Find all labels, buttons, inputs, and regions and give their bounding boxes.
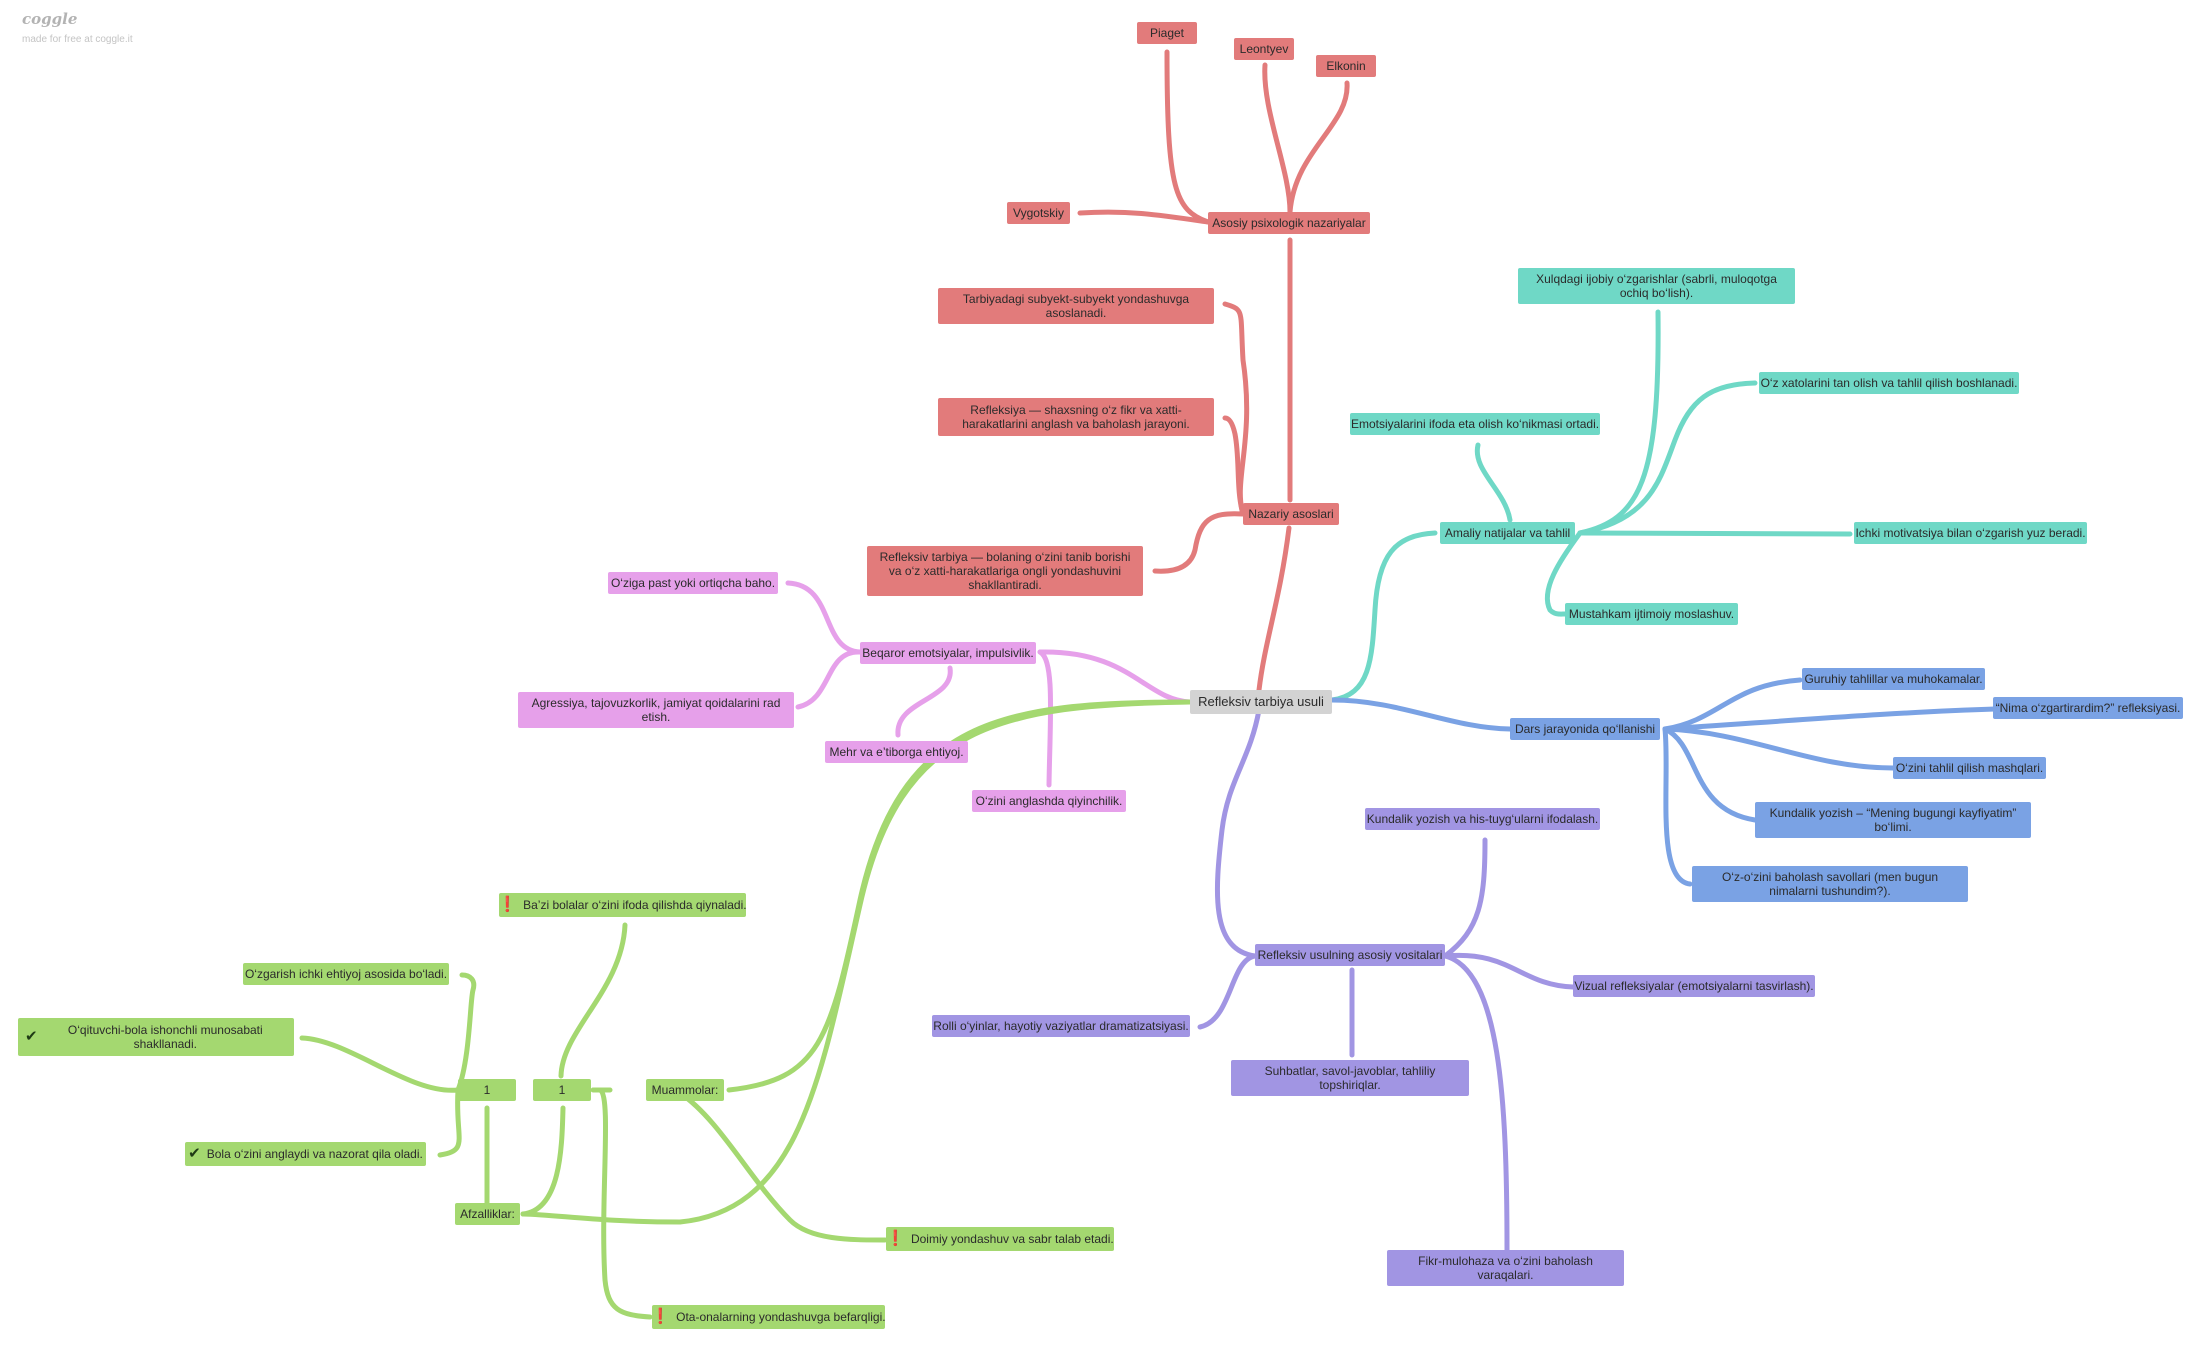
edge-amaliy-xato <box>1577 380 1758 536</box>
node-ozini-anglash[interactable]: O‘zini anglashda qiyinchilik. <box>972 790 1126 812</box>
edge-dars-ozini <box>1662 726 1896 771</box>
edge-amaliy-mustahkam <box>1544 530 1583 617</box>
node-rolli[interactable]: Rolli o‘yinlar, hayotiy vaziyatlar drama… <box>932 1015 1190 1037</box>
edge-root-amaliy <box>1329 530 1438 703</box>
edge-nazariy-subyekt <box>1222 301 1250 517</box>
node-fikr[interactable]: Fikr-mulohaza va o‘zini baholash varaqal… <box>1387 1250 1624 1286</box>
node-beqaror[interactable]: Beqaror emotsiyalar, impulsivlik. <box>860 642 1036 664</box>
node-vositalar[interactable]: Refleksiv usulning asosiy vositalari <box>1255 944 1445 966</box>
node-elkonin[interactable]: Elkonin <box>1316 55 1376 77</box>
node-bola-anglaydi[interactable]: ✔ Bola o‘zini anglaydi va nazorat qila ol… <box>185 1142 426 1166</box>
node-mustahkam[interactable]: Mustahkam ijtimoiy moslashuv. <box>1565 603 1738 625</box>
edge-dars-baholash <box>1662 726 1693 887</box>
node-nima[interactable]: “Nima o‘zgartirardim?” refleksiyasi. <box>1993 697 2183 719</box>
node-number-1-right[interactable]: 1 <box>533 1079 591 1101</box>
exclamation-icon: ❗ <box>498 896 518 913</box>
node-ozgarish[interactable]: O‘zgarish ichki ehtiyoj asosida bo‘ladi. <box>243 963 449 985</box>
node-dars[interactable]: Dars jarayonida qo‘llanishi <box>1510 718 1660 740</box>
node-kundalik-yozish[interactable]: Kundalik yozish – “Mening bugungi kayfiy… <box>1755 802 2031 838</box>
node-xato[interactable]: O‘z xatolarini tan olish va tahlil qilis… <box>1759 372 2019 394</box>
node-nazariy-asoslari[interactable]: Nazariy asoslari <box>1243 503 1339 525</box>
edge-n1a-bola <box>437 1087 462 1158</box>
exclamation-icon: ❗ <box>651 1308 671 1325</box>
node-refleksiya-def[interactable]: Refleksiya — shaxsning o‘z fikr va xatti… <box>938 398 1214 436</box>
node-ota-onalar[interactable]: ❗ Ota-onalarning yondashuvga befarqligi. <box>651 1305 886 1329</box>
coggle-tagline: made for free at coggle.it <box>22 34 133 45</box>
node-bola-anglaydi-label: Bola o‘zini anglaydi va nazorat qila ola… <box>206 1147 423 1161</box>
edge-vositalar-fikr <box>1442 953 1510 1253</box>
node-emotsiya-ifoda[interactable]: Emotsiyalarini ifoda eta olish ko‘nikmas… <box>1350 413 1600 435</box>
edge-psix-leontyev <box>1262 62 1293 215</box>
edge-dars-kundalik <box>1662 726 1758 823</box>
edge-afz-n1b <box>520 1105 566 1217</box>
node-doimiy[interactable]: ❗ Doimiy yondashuv va sabr talab etadi. <box>886 1227 1114 1251</box>
node-qituvchi[interactable]: ✔ O‘qituvchi-bola ishonchli munosabati sh… <box>18 1018 294 1056</box>
edge-vositalar-rolli <box>1197 953 1258 1030</box>
edge-nazariy-refleksiya <box>1222 415 1246 517</box>
node-oz-baholash[interactable]: O‘z-o‘zini baholash savollari (men bugun… <box>1692 866 1968 902</box>
edge-n1a-ozgarish <box>455 972 477 1093</box>
node-bazi-bolalar-label: Ba’zi bolalar o‘zini ifoda qilishda qiyn… <box>523 898 747 912</box>
edge-beqaror-oziga <box>785 580 863 655</box>
edge-psix-vygotskiy <box>1077 209 1211 225</box>
node-muammolar[interactable]: Muammolar: <box>646 1079 724 1101</box>
edge-amaliy-emotsiya <box>1474 442 1513 523</box>
node-doimiy-label: Doimiy yondashuv va sabr talab etadi. <box>910 1232 1114 1246</box>
exclamation-icon: ❗ <box>886 1230 905 1247</box>
edge-dars-nima <box>1662 706 1998 732</box>
edge-root-afzalliklar <box>520 699 1193 1225</box>
node-vygotskiy[interactable]: Vygotskiy <box>1007 202 1070 224</box>
node-subyekt[interactable]: Tarbiyadagi subyekt-subyekt yondashuvga … <box>938 288 1214 324</box>
checkmark-icon: ✔ <box>25 1028 38 1045</box>
node-ozini-tahlil[interactable]: O‘zini tahlil qilish mashqlari. <box>1893 757 2046 779</box>
edge-n1b-ota <box>597 1087 653 1320</box>
edge-beqaror-agressiya <box>795 649 863 710</box>
edge-amaliy-ichki <box>1577 530 1853 537</box>
node-afzalliklar[interactable]: Afzalliklar: <box>455 1203 520 1225</box>
node-number-1-left[interactable]: 1 <box>458 1079 516 1101</box>
node-xulq[interactable]: Xulqdagi ijobiy o‘zgarishlar (sabrli, mu… <box>1518 268 1795 304</box>
checkmark-icon: ✔ <box>188 1145 201 1162</box>
edge-dars-guruhiy <box>1662 677 1803 732</box>
edge-muammolar-doimiy <box>677 1090 888 1243</box>
node-qituvchi-label: O‘qituvchi-bola ishonchli munosabati sha… <box>67 1023 263 1051</box>
node-bazi-bolalar[interactable]: ❗ Ba’zi bolalar o‘zini ifoda qilishda qiy… <box>498 893 747 917</box>
node-guruhiy[interactable]: Guruhiy tahlillar va muhokamalar. <box>1802 668 1985 690</box>
node-mehr[interactable]: Mehr va e’tiborga ehtiyoj. <box>825 741 968 763</box>
edge-n1a-qituvchi <box>299 1035 461 1093</box>
node-piaget[interactable]: Piaget <box>1137 22 1197 44</box>
edge-nazariy-tarbiya <box>1152 511 1246 574</box>
edge-beqaror-anglash <box>1037 649 1054 788</box>
coggle-logo: coggle <box>22 10 78 28</box>
edge-root-dars <box>1329 697 1513 732</box>
node-leontyev[interactable]: Leontyev <box>1234 38 1294 60</box>
node-vizual[interactable]: Vizual refleksiyalar (emotsiyalarni tasv… <box>1573 975 1815 997</box>
edge-vositalar-kundalik <box>1442 837 1488 959</box>
node-amaliy[interactable]: Amaliy natijalar va tahlil <box>1440 522 1575 544</box>
node-ota-onalar-label: Ota-onalarning yondashuvga befarqligi. <box>676 1310 886 1324</box>
node-refleksiv-tarbiya[interactable]: Refleksiv tarbiya — bolaning o‘zini tani… <box>867 546 1143 596</box>
node-asosiy-psixologik[interactable]: Asosiy psixologik nazariyalar <box>1208 212 1370 234</box>
node-kundalik-his[interactable]: Kundalik yozish va his-tuyg‘ularni ifoda… <box>1365 808 1600 830</box>
node-agressiya[interactable]: Agressiya, tajovuzkorlik, jamiyat qoidal… <box>518 692 794 728</box>
node-ichki-motivatsiya[interactable]: Ichki motivatsiya bilan o‘zgarish yuz be… <box>1854 522 2087 544</box>
node-oziga-past[interactable]: O‘ziga past yoki ortiqcha baho. <box>608 572 778 594</box>
edge-psix-elkonin <box>1287 80 1350 215</box>
node-suhbat[interactable]: Suhbatlar, savol-javoblar, tahliliy tops… <box>1231 1060 1469 1096</box>
edge-root-beqaror <box>1037 649 1193 705</box>
root-node[interactable]: Refleksiv tarbiya usuli <box>1190 690 1332 714</box>
edge-vositalar-vizual <box>1442 952 1576 990</box>
edge-psix-piaget <box>1164 49 1211 225</box>
edge-n1b-bazi <box>558 922 628 1079</box>
edge-beqaror-mehr <box>895 665 953 738</box>
edge-root-vositalar <box>1215 707 1262 959</box>
edge-root-nazariy <box>1256 525 1292 693</box>
